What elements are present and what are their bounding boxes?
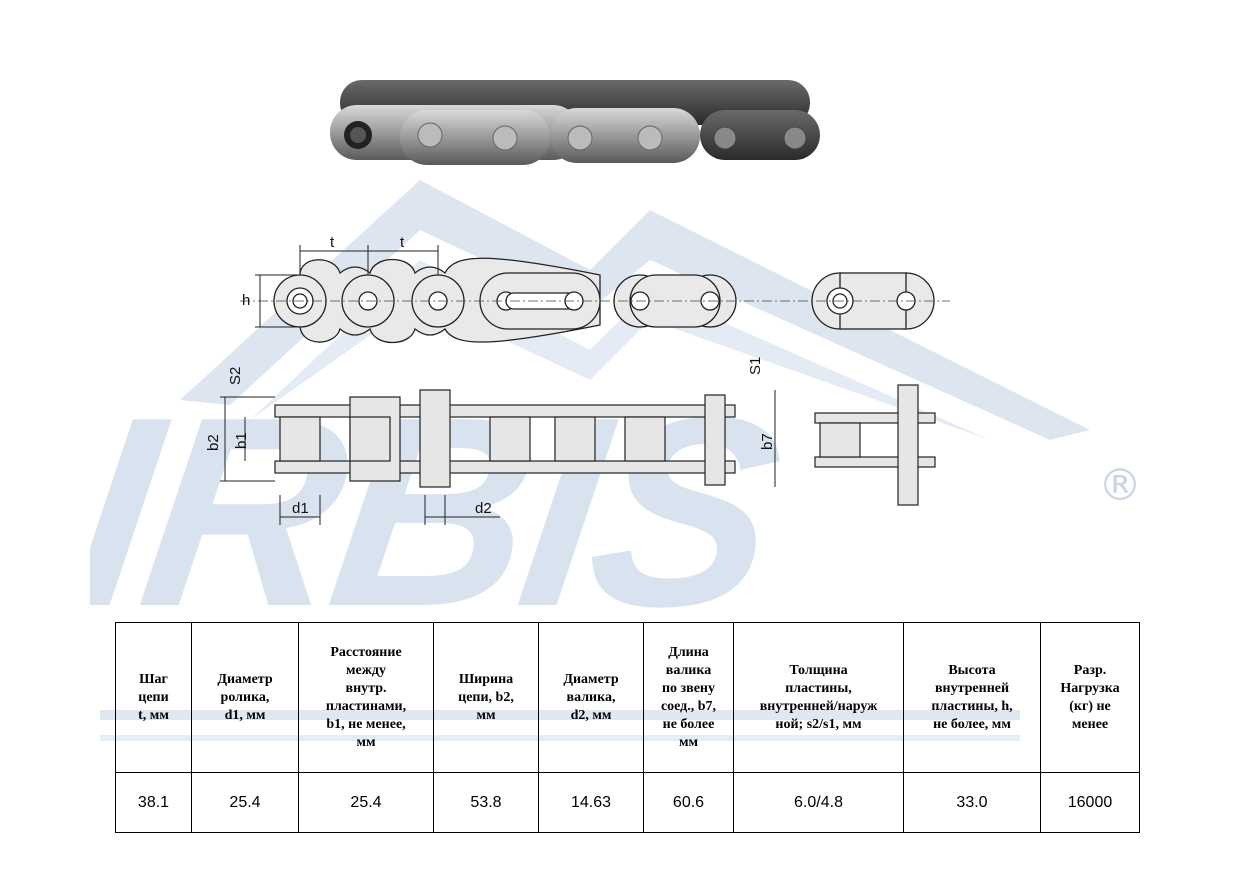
- column-header-line: Шаг: [139, 671, 168, 687]
- column-header-line: Ширина: [458, 671, 514, 687]
- column-header-line: d2, мм: [570, 707, 612, 723]
- label-b1: b1: [233, 432, 250, 449]
- column-header-line: внутренней/наруж: [759, 698, 878, 714]
- column-header-line: не более, мм: [933, 716, 1011, 732]
- column-header-line: t, мм: [138, 707, 169, 723]
- column-header-line: пластинами,: [325, 698, 407, 714]
- column-header-line: Высота: [948, 662, 996, 678]
- column-header-line: пластины, h,: [931, 698, 1013, 714]
- column-header: Разр. Нагрузка (кг) не менее: [1040, 622, 1140, 773]
- label-pitch-2: t: [400, 234, 405, 251]
- column-header: Диаметр ролика, d1, мм: [191, 622, 299, 773]
- column-header-line: валика: [665, 662, 712, 678]
- column-header: Длина валика по звену соед., b7, не более мм: [643, 622, 734, 773]
- column-header-line: Толщина: [789, 662, 848, 678]
- column-header-line: между: [346, 662, 386, 678]
- label-d2: d2: [475, 500, 492, 517]
- chain-spec-table: Шаг цепи t, мм Диаметр ролика, d1, мм Расстоян…: [115, 622, 1140, 833]
- column-header: Ширина цепи, b2, мм: [433, 622, 539, 773]
- column-header-line: менее: [1071, 716, 1109, 732]
- column-header-line: мм: [356, 734, 376, 750]
- table-cell: 25.4: [298, 772, 434, 833]
- table-cell: 6.0/4.8: [733, 772, 904, 833]
- column-header: Высота внутренней пластины, h, не более, мм: [903, 622, 1041, 773]
- column-header-line: Диаметр: [563, 671, 619, 687]
- column-header-line: пластины,: [785, 680, 852, 696]
- column-header-line: не более: [662, 716, 715, 732]
- label-b2: b2: [205, 434, 222, 451]
- column-header-line: d1, мм: [224, 707, 266, 723]
- column-header-line: (кг) не: [1069, 698, 1111, 714]
- column-header-line: мм: [678, 734, 699, 750]
- column-header-line: внутренней: [934, 680, 1010, 696]
- table-cell: 60.6: [643, 772, 734, 833]
- column-header-line: цепи: [138, 689, 169, 705]
- table-cell: 16000: [1040, 772, 1140, 833]
- registered-mark: ®: [1098, 460, 1142, 511]
- column-header-line: мм: [476, 707, 496, 723]
- column-header-line: цепи, b2,: [458, 689, 514, 705]
- column-header-line: Разр.: [1073, 662, 1107, 678]
- column-header: Расстояние между внутр. пластинами, b1, не м…: [298, 622, 434, 773]
- table-cell: 38.1: [115, 772, 192, 833]
- label-s1: S1: [747, 357, 764, 375]
- label-s2: S2: [227, 367, 244, 385]
- column-header-line: соед., b7,: [660, 698, 717, 714]
- label-b7: b7: [759, 433, 776, 450]
- column-header: Диаметр валика, d2, мм: [538, 622, 644, 773]
- column-header: Толщина пластины, внутренней/наруж ной; s2/…: [733, 622, 904, 773]
- table-cell: 33.0: [903, 772, 1041, 833]
- column-header-line: Диаметр: [217, 671, 273, 687]
- column-header-line: по звену: [661, 680, 716, 696]
- column-header: Шаг цепи t, мм: [115, 622, 192, 773]
- label-d1: d1: [292, 500, 309, 517]
- column-header-line: Нагрузка: [1060, 680, 1120, 696]
- chain-technical-drawing: t t h S2 S1 b2 b1 b7 d1 d2: [205, 234, 950, 525]
- table-cell: 14.63: [538, 772, 644, 833]
- column-header-line: валика,: [566, 689, 616, 705]
- column-header-line: Длина: [668, 644, 709, 660]
- column-header-line: Расстояние: [330, 644, 402, 660]
- chain-photo: [330, 80, 820, 165]
- column-header-line: b1, не менее,: [326, 716, 406, 732]
- column-header-line: внутр.: [345, 680, 387, 696]
- column-header-line: ролика,: [220, 689, 270, 705]
- column-header-line: ной; s2/s1, мм: [775, 716, 862, 732]
- label-pitch-1: t: [330, 234, 335, 251]
- table-cell: 25.4: [191, 772, 299, 833]
- label-height: h: [242, 292, 250, 309]
- table-cell: 53.8: [433, 772, 539, 833]
- table-header-row: Шаг цепи t, мм Диаметр ролика, d1, мм Расстоян…: [115, 622, 1140, 773]
